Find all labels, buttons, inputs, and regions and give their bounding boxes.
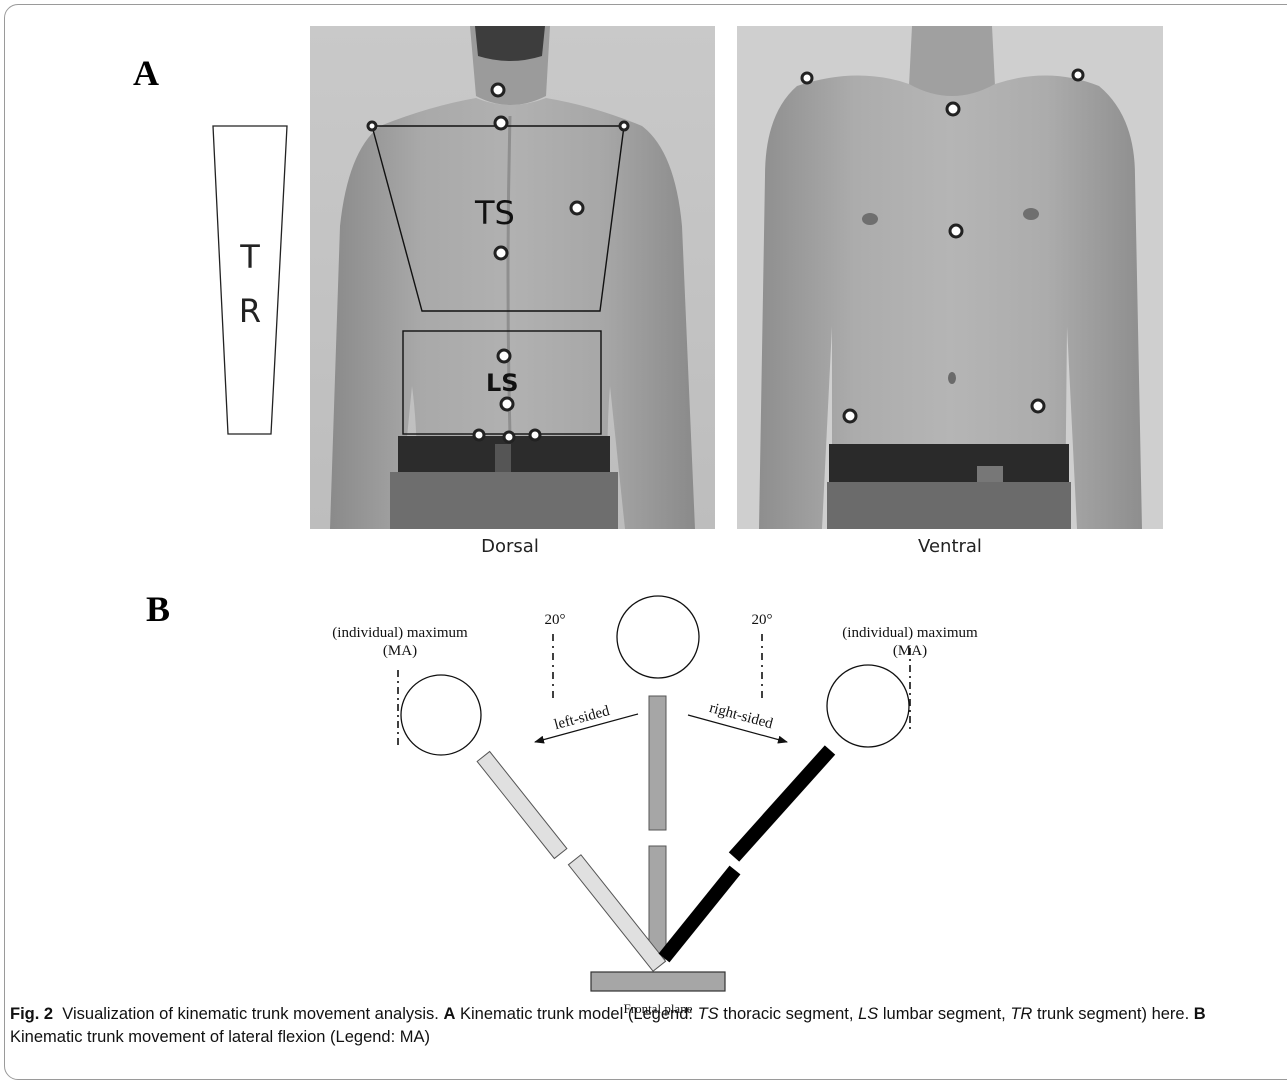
center-upper-segment bbox=[649, 696, 666, 830]
right-head-circle bbox=[827, 665, 909, 747]
caption-tr-desc: trunk segment) here. bbox=[1037, 1005, 1189, 1023]
caption-ls: LS bbox=[858, 1005, 878, 1023]
caption-tr: TR bbox=[1010, 1005, 1032, 1023]
frontal-plane-plate bbox=[591, 972, 725, 991]
right-upper-segment bbox=[734, 750, 830, 857]
caption-b-letter: B bbox=[1194, 1005, 1206, 1023]
caption-fig-label: Fig. 2 bbox=[10, 1005, 53, 1023]
caption-a-text: Kinematic trunk model (Legend: bbox=[460, 1005, 693, 1023]
right-lower-segment bbox=[664, 870, 735, 958]
left-upper-segment bbox=[477, 751, 567, 858]
caption-intro: Visualization of kinematic trunk movemen… bbox=[62, 1005, 439, 1023]
left-head-circle bbox=[401, 675, 481, 755]
left-angle-label: 20° bbox=[530, 611, 580, 629]
caption-ls-desc: lumbar segment, bbox=[883, 1005, 1006, 1023]
right-angle-label: 20° bbox=[737, 611, 787, 629]
center-lower-segment bbox=[649, 846, 666, 959]
lateral-flexion-diagram: left-sided right-sided bbox=[0, 0, 1287, 1000]
caption-ts-desc: thoracic segment, bbox=[723, 1005, 853, 1023]
center-head-circle bbox=[617, 596, 699, 678]
right-arrow-label: right-sided bbox=[708, 700, 775, 732]
right-max-label-line1: (individual) maximum bbox=[815, 624, 1005, 642]
caption-b-text: Kinematic trunk movement of lateral flex… bbox=[10, 1028, 430, 1046]
left-max-label-line2: (MA) bbox=[350, 642, 450, 660]
caption-a-letter: A bbox=[443, 1005, 455, 1023]
figure-caption: Fig. 2 Visualization of kinematic trunk … bbox=[10, 1003, 1275, 1049]
left-max-label-line1: (individual) maximum bbox=[305, 624, 495, 642]
caption-ts: TS bbox=[698, 1005, 719, 1023]
right-max-label-line2: (MA) bbox=[860, 642, 960, 660]
